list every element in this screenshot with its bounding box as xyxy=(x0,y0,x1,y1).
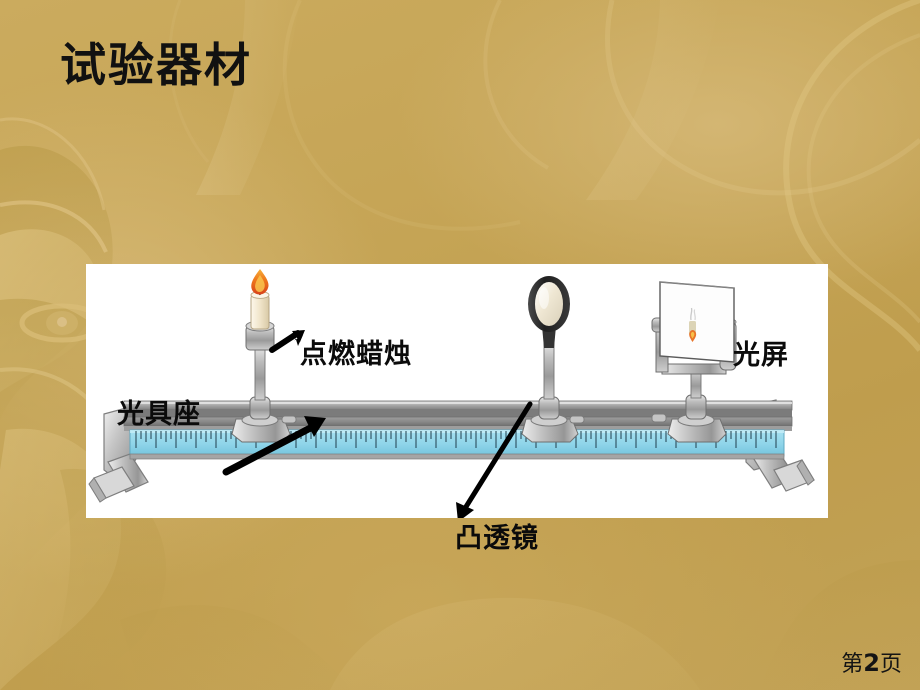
page-number-footer: 第2页 xyxy=(841,646,902,678)
arrow-to-candle xyxy=(269,330,305,353)
label-lit-candle: 点燃蜡烛 xyxy=(300,339,412,370)
light-screen-assembly xyxy=(651,281,737,443)
arrow-to-lens xyxy=(456,401,533,518)
convex-lens-assembly xyxy=(521,276,585,443)
lit-candle-assembly xyxy=(231,269,297,443)
page-suffix: 页 xyxy=(879,652,902,677)
page-prefix: 第 xyxy=(841,652,864,677)
bench-rail xyxy=(123,400,793,431)
page-number-value: 2 xyxy=(863,649,880,677)
pointer-arrows xyxy=(222,330,533,518)
label-light-screen: 光屏 xyxy=(733,340,789,371)
arrow-to-bench xyxy=(222,416,326,476)
page-title: 试验器材 xyxy=(60,38,252,92)
label-convex-lens: 凸透镜 xyxy=(455,523,539,554)
projected-inverted-candle-image xyxy=(689,307,697,342)
bench-left-foot xyxy=(88,406,149,503)
optical-bench-illustration-panel xyxy=(86,264,828,518)
label-optical-bench: 光具座 xyxy=(117,399,201,430)
